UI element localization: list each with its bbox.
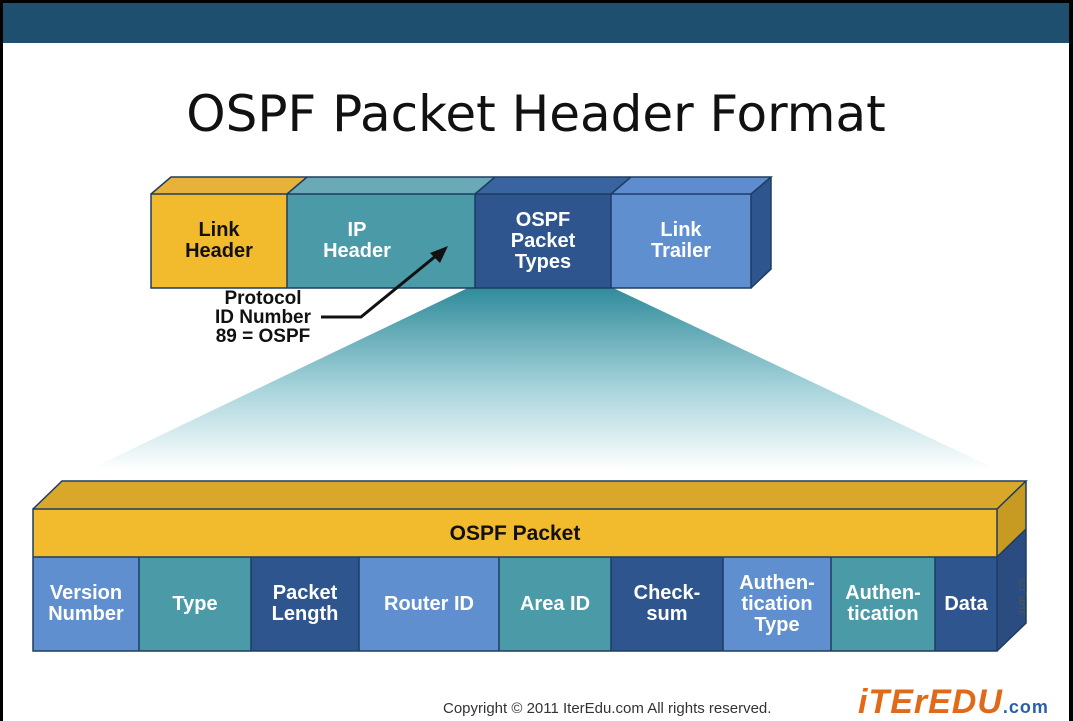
field-packet-length [251,557,359,651]
ospf-packet-label: OSPF Packet [449,521,581,545]
copyright-text: Copyright © 2011 IterEdu.com All rights … [443,700,772,717]
field-type [139,557,251,651]
top-bar [3,3,1069,43]
zoom-projection [88,286,998,470]
field-checksum [611,557,723,651]
top-frame-outline [150,176,774,289]
field-authentication [831,557,935,651]
link-header-box [151,194,287,288]
field-label-authentication: Authen-tication [845,582,921,625]
slide: OSPF Packet Header Format [3,3,1069,721]
diagram [32,176,1028,652]
ospf-packet-types-box [475,194,611,288]
field-label-area-id: Area ID [519,592,591,615]
field-area-id [499,557,611,651]
ospf-types-top-face [475,177,631,194]
field-version-number [33,557,139,651]
field-data [935,557,997,651]
ip-header-top-face [287,177,495,194]
top-frame-right-face [751,177,771,288]
slide-title: OSPF Packet Header Format [186,85,886,143]
protocol-pointer-arrowhead [430,246,448,263]
iteredu-logo: iTErEDU.com [858,683,1049,721]
field-router-id [359,557,499,651]
field-authentication-type [723,557,831,651]
field-label-router-id: Router ID [384,592,474,615]
figure-code: 314P_175 [1018,578,1027,615]
logo-main: iTErEDU [858,683,1003,721]
field-label-type: Type [172,592,218,615]
logo-suffix: .com [1002,697,1049,717]
protocol-pointer-line [321,253,438,319]
fields-right-face [997,529,1026,651]
ip-header-box [287,194,475,288]
field-label-checksum: Check-sum [633,582,701,625]
link-trailer-box [611,194,751,288]
ospf-packet-right-face-upper [997,481,1026,557]
ospf-packet-outline [32,480,1028,652]
field-label-data: Data [944,592,988,615]
link-header-top-face [151,177,307,194]
ospf-packet-bar [33,509,997,557]
protocol-id-note: Protocol ID Number 89 = OSPF [214,288,312,347]
ospf-packet-top-face [33,481,1026,509]
